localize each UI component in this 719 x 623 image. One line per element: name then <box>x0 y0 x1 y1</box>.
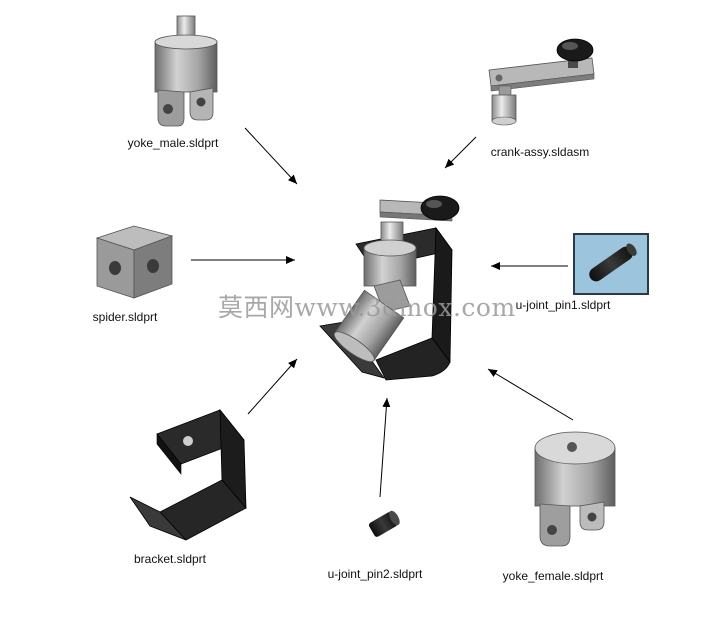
arrow-bracket <box>248 359 297 414</box>
label-crank-assy: crank-assy.sldasm <box>491 145 589 159</box>
u-joint-pin2-part <box>368 509 402 538</box>
label-bracket: bracket.sldprt <box>134 552 207 566</box>
bracket-part <box>130 410 246 540</box>
arrow-pin2 <box>380 398 387 497</box>
label-u-joint-pin1: u-joint_pin1.sldprt <box>516 298 611 312</box>
spider-part <box>97 226 172 298</box>
label-yoke-female: yoke_female.sldprt <box>503 569 604 583</box>
label-yoke-male: yoke_male.sldprt <box>128 136 219 150</box>
yoke-female-part <box>535 432 615 546</box>
arrow-yoke-male <box>245 128 297 184</box>
u-joint-pin1-part <box>574 234 648 294</box>
label-u-joint-pin2: u-joint_pin2.sldprt <box>328 567 423 581</box>
crank-assy-part <box>489 39 594 125</box>
yoke-male-part <box>155 16 217 126</box>
arrow-crank <box>445 137 476 168</box>
label-spider: spider.sldprt <box>93 310 158 324</box>
arrow-yoke-female <box>488 369 573 420</box>
watermark: 莫西网www.3dmox.com <box>218 288 516 324</box>
